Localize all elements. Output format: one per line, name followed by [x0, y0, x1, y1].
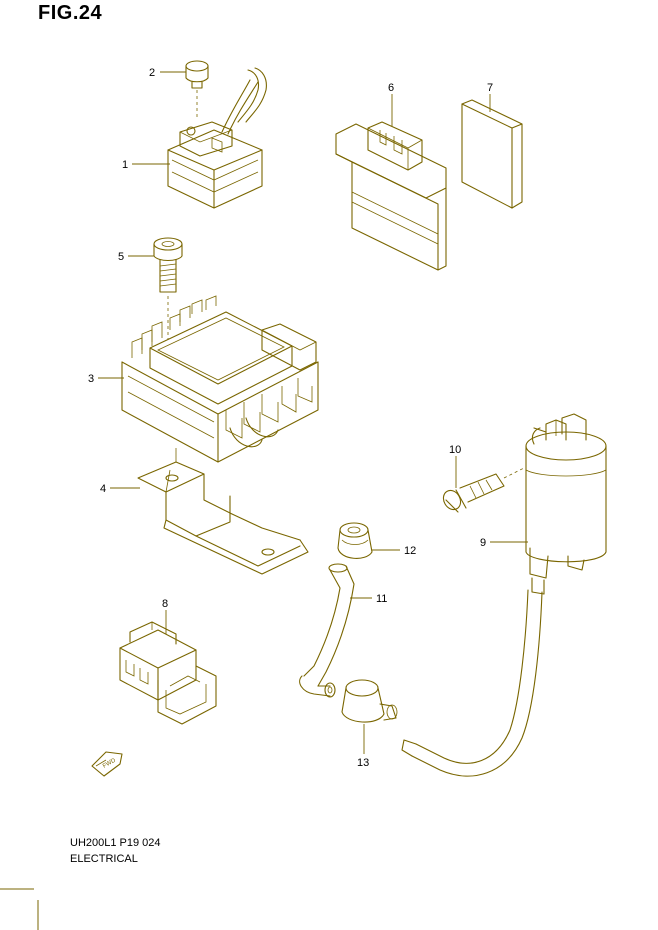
part-13-boot[interactable] [341, 679, 398, 723]
part-8-connector[interactable] [119, 621, 217, 725]
part-9-ignition-coil[interactable] [401, 413, 607, 777]
callout-5: 5 [118, 251, 124, 263]
part-4-bracket[interactable] [137, 448, 309, 575]
callout-11: 11 [376, 593, 387, 605]
part-1-relay[interactable] [167, 67, 267, 209]
part-5-bolt[interactable] [153, 237, 183, 340]
part-12-cap[interactable] [337, 522, 373, 559]
page-corner-marks [0, 888, 39, 930]
callout-7: 7 [487, 82, 493, 94]
callout-6: 6 [388, 82, 394, 94]
part-3-regulator-rectifier[interactable] [121, 295, 319, 463]
fwd-direction-arrow: FWD [91, 751, 123, 777]
callout-3: 3 [88, 373, 94, 385]
callout-4: 4 [100, 483, 106, 495]
callout-9: 9 [480, 537, 486, 549]
part-11-plug-cap-lead[interactable] [299, 563, 355, 698]
part-6-control-unit[interactable] [335, 121, 447, 271]
callout-12: 12 [404, 545, 416, 557]
leader-lines [98, 71, 528, 754]
callout-1: 1 [122, 159, 128, 171]
callout-2: 2 [149, 67, 155, 79]
callout-labels: 2 1 3 4 5 6 7 8 9 10 11 12 13 [88, 67, 493, 769]
section-name: ELECTRICAL [70, 853, 138, 865]
part-10-bolt[interactable] [440, 467, 525, 513]
callout-10: 10 [449, 444, 461, 456]
part-2-screw[interactable] [185, 60, 209, 118]
figure-title: FIG.24 [38, 2, 103, 24]
part-7-cushion-pad[interactable] [461, 99, 523, 209]
callout-8: 8 [162, 598, 168, 610]
model-code: UH200L1 P19 024 [70, 837, 161, 849]
callout-13: 13 [357, 757, 369, 769]
